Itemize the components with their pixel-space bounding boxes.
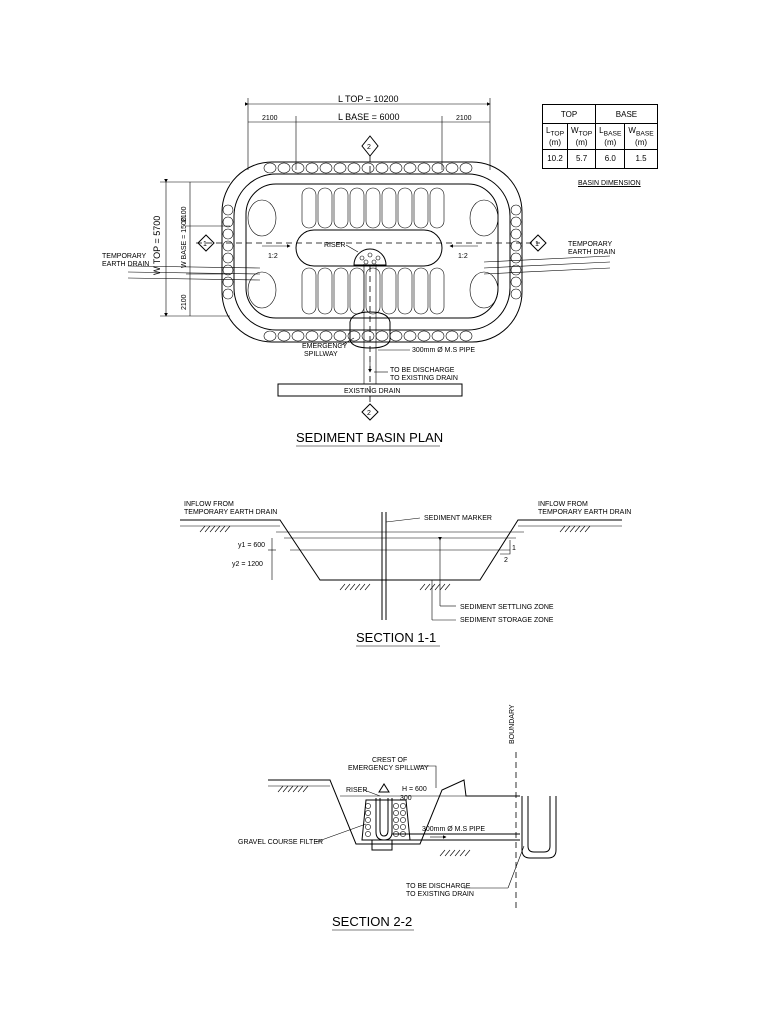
table-cell: 5.7 xyxy=(567,148,597,169)
section-1-1: SEDIMENT MARKER INFLOW FROM TEMPORARY EA… xyxy=(180,501,631,647)
pipe-label: 300mm Ø M.S PIPE xyxy=(412,347,475,354)
svg-text:TEMPORARY: TEMPORARY xyxy=(102,253,147,260)
ground-hatch xyxy=(199,525,591,591)
w-top-label: W TOP = 5700 xyxy=(152,216,162,275)
table-header-top: TOP xyxy=(541,104,597,124)
svg-text:2: 2 xyxy=(367,144,371,151)
rim-stones xyxy=(222,162,522,342)
temporary-earth-drain-right: TEMPORARY EARTH DRAIN xyxy=(483,241,615,275)
h300-label: 300 xyxy=(400,795,412,802)
section-marker-1-left: 1 xyxy=(197,234,215,252)
section-marker-2-bottom: 2 xyxy=(361,403,379,421)
discharge-label-2: TO EXISTING DRAIN xyxy=(390,375,458,382)
table-subheader: WBASE(m) xyxy=(624,123,658,150)
table-subheader: LTOP(m) xyxy=(541,123,569,150)
slope-right: 1:2 xyxy=(458,253,468,260)
svg-text:2: 2 xyxy=(367,410,371,417)
svg-text:1: 1 xyxy=(535,241,539,248)
section-2-2: BOUNDARY CREST OF EMERGENCY SPILLWAY RIS… xyxy=(238,704,557,931)
table-subheader: WTOP(m) xyxy=(567,123,597,150)
riser-label-s22: RISER xyxy=(346,787,367,794)
riser-label: RISER xyxy=(324,242,345,249)
svg-text:1: 1 xyxy=(203,241,207,248)
table-cell: 10.2 xyxy=(541,148,569,169)
svg-text:EARTH DRAIN: EARTH DRAIN xyxy=(102,261,149,268)
slope-2: 2 xyxy=(504,557,508,564)
basin-dimension-table: TOP BASE LTOP(m) WTOP(m) LBASE(m) WBASE(… xyxy=(541,104,658,169)
inflow-left-2: TEMPORARY EARTH DRAIN xyxy=(184,509,277,516)
table-caption: BASIN DIMENSION xyxy=(578,180,641,187)
sediment-basin-plan: L TOP = 10200 L BASE = 6000 2100 2100 2 … xyxy=(102,94,615,447)
discharge-label-1: TO BE DISCHARGE xyxy=(390,367,455,374)
discharge-label-s22-2: TO EXISTING DRAIN xyxy=(406,891,474,898)
boundary-label: BOUNDARY xyxy=(509,704,516,744)
y2-label: y2 = 1200 xyxy=(232,561,263,568)
emergency-spillway-label-1: EMERGENCY xyxy=(302,343,347,350)
l-top-label: L TOP = 10200 xyxy=(338,94,398,104)
table-cell: 6.0 xyxy=(595,148,626,169)
w-base-label: W BASE = 1500 xyxy=(181,217,188,268)
svg-text:EARTH DRAIN: EARTH DRAIN xyxy=(568,249,615,256)
section-marker-2-top: 2 xyxy=(361,135,379,172)
dim-2100-top: 2100 xyxy=(181,206,188,222)
dim-2100-right: 2100 xyxy=(456,115,472,122)
section22-title: SECTION 2-2 xyxy=(332,914,412,929)
existing-drain-label: EXISTING DRAIN xyxy=(344,388,400,395)
temporary-earth-drain-left: TEMPORARY EARTH DRAIN xyxy=(102,253,261,281)
inflow-right-2: TEMPORARY EARTH DRAIN xyxy=(538,509,631,516)
table-header-base: BASE xyxy=(595,104,658,124)
settling-zone-label: SEDIMENT SETTLING ZONE xyxy=(460,604,554,611)
discharge-label-s22-1: TO BE DISCHARGE xyxy=(406,883,471,890)
emergency-spillway-label-2: SPILLWAY xyxy=(304,351,338,358)
table-cell: 1.5 xyxy=(624,148,658,169)
gravel-filter xyxy=(365,803,406,837)
h600-label: H = 600 xyxy=(402,786,427,793)
y1-label: y1 = 600 xyxy=(238,542,265,549)
section-marker-1-right: 1 xyxy=(529,234,547,252)
crest-label-1: CREST OF xyxy=(372,757,407,764)
ground-hatch-s22 xyxy=(277,785,471,857)
dim-2100-left: 2100 xyxy=(262,115,278,122)
inflow-left-1: INFLOW FROM xyxy=(184,501,234,508)
section11-title: SECTION 1-1 xyxy=(356,630,436,645)
slope-1: 1 xyxy=(512,545,516,552)
inflow-right-1: INFLOW FROM xyxy=(538,501,588,508)
slope-petals xyxy=(247,187,499,315)
sediment-marker-label: SEDIMENT MARKER xyxy=(424,515,492,522)
svg-text:TEMPORARY: TEMPORARY xyxy=(568,241,613,248)
slope-left: 1:2 xyxy=(268,253,278,260)
crest-label-2: EMERGENCY SPILLWAY xyxy=(348,765,429,772)
table-subheader: LBASE(m) xyxy=(595,123,626,150)
riser xyxy=(353,248,387,266)
gravel-label: GRAVEL COURSE FILTER xyxy=(238,839,323,846)
storage-zone-label: SEDIMENT STORAGE ZONE xyxy=(460,617,554,624)
dim-2100-bottom: 2100 xyxy=(181,294,188,310)
l-base-label: L BASE = 6000 xyxy=(338,112,399,122)
pipe-label-s22: 300mm Ø M.S PIPE xyxy=(422,826,485,833)
plan-title: SEDIMENT BASIN PLAN xyxy=(296,430,443,445)
